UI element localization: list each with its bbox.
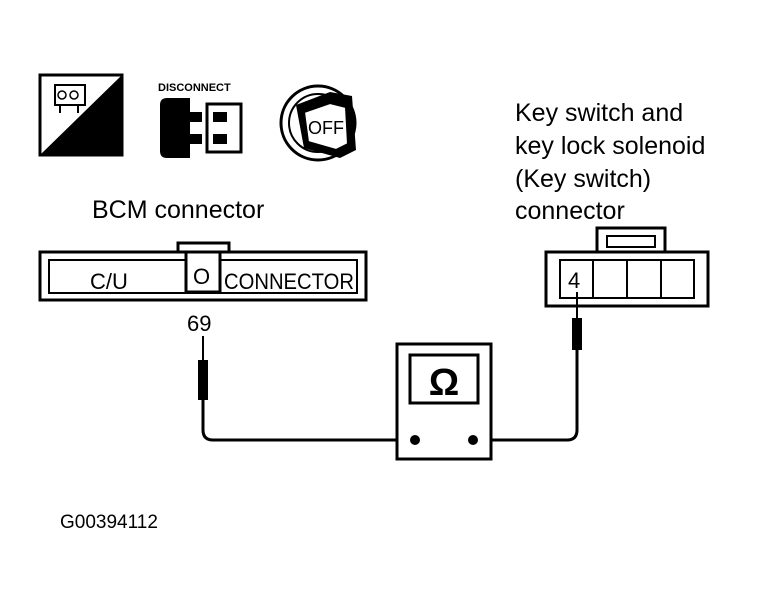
ohm-symbol: Ω (429, 362, 459, 404)
key-switch-title-line-1: Key switch and (515, 99, 683, 127)
off-label: OFF (308, 118, 344, 138)
bcm-right-text: CONNECTOR (224, 269, 354, 294)
ohmmeter: Ω (395, 342, 493, 461)
key-switch-title-line-3: (Key switch) (515, 165, 651, 193)
meter-terminal-right (468, 435, 478, 445)
bcm-connector: C/U O CONNECTOR (38, 241, 368, 302)
ignition-key-off-icon: OFF (279, 84, 357, 162)
key-switch-title-line-4: connector (515, 197, 625, 225)
harness-side-icon: H.S. (38, 73, 124, 157)
hs-label: H.S. (77, 133, 114, 154)
key-switch-connector-title: Key switch and key lock solenoid (Key sw… (515, 99, 705, 225)
key-switch-pin-label: 4 (568, 268, 580, 293)
bcm-center-text: O (193, 264, 210, 289)
disconnect-connector-icon: DISCONNECT (158, 82, 243, 158)
bcm-left-text: C/U (90, 269, 128, 294)
key-switch-connector: 4 (544, 226, 710, 308)
figure-id: G00394112 (60, 512, 158, 533)
bcm-connector-title: BCM connector (92, 196, 264, 224)
disconnect-label: DISCONNECT (158, 82, 231, 94)
bcm-pin-label: 69 (187, 311, 211, 336)
test-leads (198, 292, 582, 442)
key-switch-title-line-2: key lock solenoid (515, 132, 705, 160)
meter-terminal-left (410, 435, 420, 445)
